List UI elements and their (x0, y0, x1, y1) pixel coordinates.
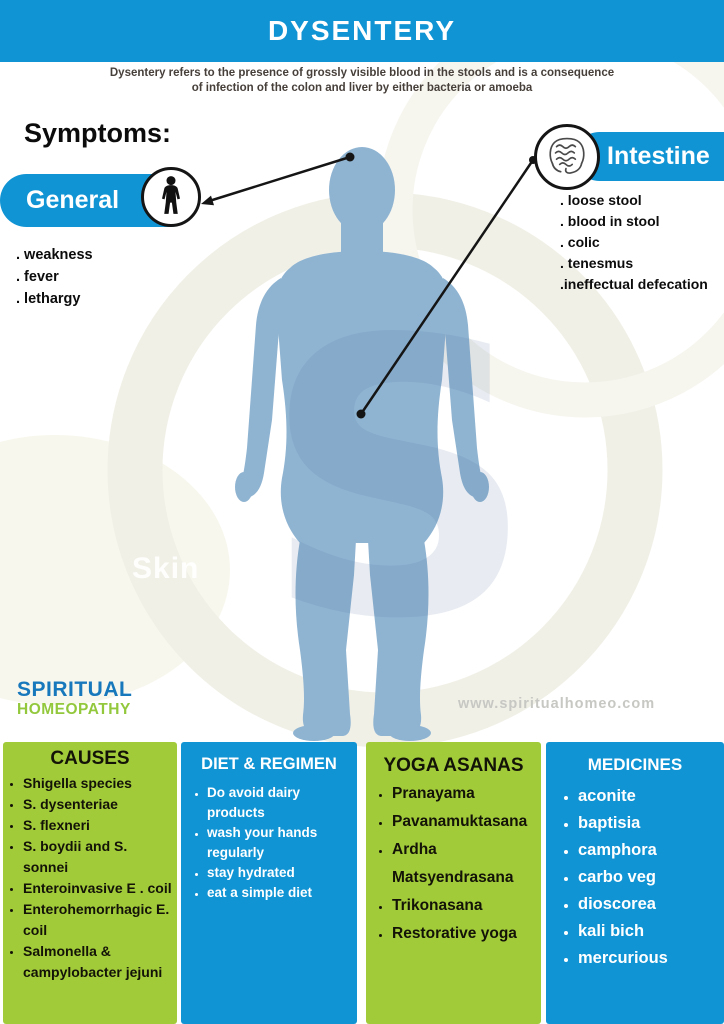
list-item: Pranayama (392, 780, 539, 808)
list-item: S. boydii and S. sonnei (23, 836, 173, 878)
list-item: .ineffectual defecation (560, 276, 708, 292)
watermark-text: Skin (132, 552, 200, 585)
panel-list: Do avoid dairy products wash your hands … (181, 783, 357, 903)
list-item: . lethargy (16, 291, 81, 307)
panel-list: aconite baptisia camphora carbo veg dios… (546, 783, 724, 972)
list-item: Restorative yoga (392, 920, 539, 948)
intestine-label: Intestine (607, 142, 710, 170)
intro-line-1: Dysentery refers to the presence of gros… (109, 67, 615, 79)
list-item: . weakness (16, 247, 93, 263)
general-label: General (26, 186, 120, 214)
panel-title: CAUSES (50, 748, 130, 769)
list-item: eat a simple diet (207, 883, 351, 903)
list-item: aconite (578, 783, 724, 810)
panel-list: Pranayama Pavanamuktasana Ardha Matsyend… (366, 780, 541, 948)
website-url: www.spiritualhomeo.com (458, 696, 656, 712)
panel-title: DIET & REGIMEN (201, 755, 337, 773)
list-item: wash your hands regularly (207, 823, 351, 863)
panel-yoga-asanas: YOGA ASANAS Pranayama Pavanamuktasana Ar… (366, 742, 541, 1024)
person-icon (153, 173, 189, 222)
svg-text:S: S (262, 259, 536, 702)
panel-list: Shigella species S. dysenteriae S. flexn… (3, 773, 177, 983)
list-item: stay hydrated (207, 863, 351, 883)
symptoms-heading: Symptoms: (24, 118, 172, 148)
panel-diet-regimen: DIET & REGIMEN Do avoid dairy products w… (181, 742, 357, 1024)
list-item: carbo veg (578, 864, 724, 891)
list-item: camphora (578, 837, 724, 864)
intestine-icon (544, 132, 590, 183)
list-item: . colic (560, 234, 600, 250)
list-item: dioscorea (578, 891, 724, 918)
brand-logo-line1: SPIRITUAL (17, 678, 133, 701)
list-item: . fever (16, 269, 59, 285)
intestine-symptoms-list: . loose stool . blood in stool . colic .… (560, 190, 710, 295)
list-item: S. flexneri (23, 815, 173, 836)
list-item: Trikonasana (392, 892, 539, 920)
list-item: Enterohemorrhagic E. coil (23, 899, 173, 941)
list-item: Enteroinvasive E . coil (23, 878, 173, 899)
list-item: kali bich (578, 918, 724, 945)
list-item: Do avoid dairy products (207, 783, 351, 823)
list-item: . tenesmus (560, 255, 634, 271)
panel-title: YOGA ASANAS (383, 755, 524, 776)
list-item: . loose stool (560, 192, 642, 208)
list-item: baptisia (578, 810, 724, 837)
panel-medicines: MEDICINES aconite baptisia camphora carb… (546, 742, 724, 1024)
panel-title: MEDICINES (587, 755, 683, 774)
general-symptoms-list: . weakness . fever . lethargy (16, 244, 93, 310)
brand-logo-line2: HOMEOPATHY (17, 701, 131, 718)
page-title: DYSENTERY (267, 15, 457, 46)
list-item: mercurious (578, 945, 724, 972)
list-item: S. dysenteriae (23, 794, 173, 815)
panel-causes: CAUSES Shigella species S. dysenteriae S… (3, 742, 177, 1024)
list-item: Salmonella & campylobacter jejuni (23, 941, 173, 983)
list-item: Ardha Matsyendrasana (392, 836, 539, 892)
list-item: . blood in stool (560, 213, 660, 229)
intro-line-2: of infection of the colon and liver by e… (191, 82, 533, 94)
list-item: Shigella species (23, 773, 173, 794)
list-item: Pavanamuktasana (392, 808, 539, 836)
person-icon-badge (141, 167, 201, 227)
intro-text: Dysentery refers to the presence of gros… (40, 66, 684, 96)
intestine-icon-badge (534, 124, 600, 190)
header-bar: DYSENTERY (0, 0, 724, 62)
brand-logo: SPIRITUAL HOMEOPATHY (17, 679, 132, 718)
